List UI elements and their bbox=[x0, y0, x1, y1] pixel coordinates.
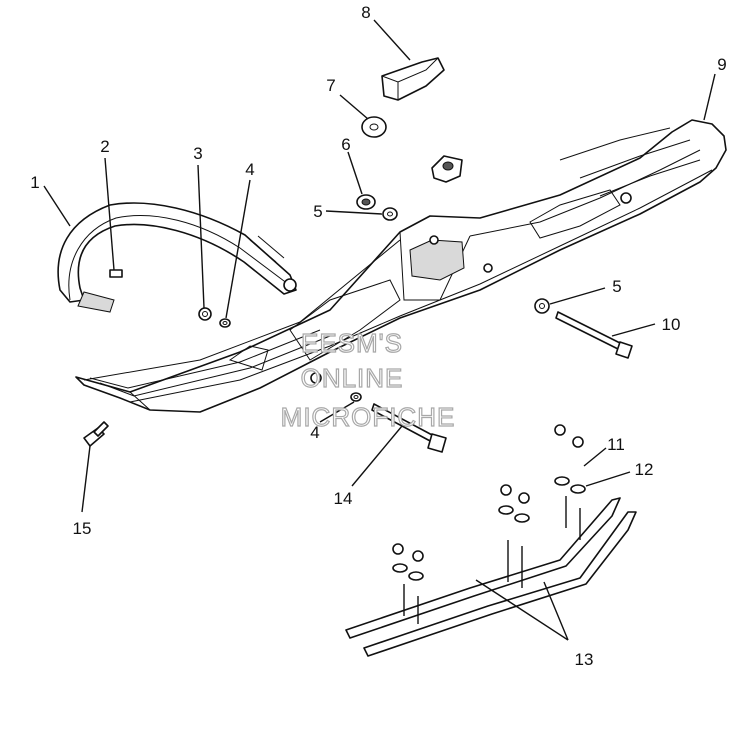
watermark-line-1: EESM'S bbox=[301, 328, 403, 358]
callout-5-upper: 5 bbox=[313, 202, 322, 221]
callout-2: 2 bbox=[100, 137, 109, 156]
watermark-line-2: ONLINE bbox=[301, 363, 404, 393]
callout-8: 8 bbox=[361, 3, 370, 22]
nut-3 bbox=[198, 307, 212, 321]
callout-12: 12 bbox=[635, 460, 654, 479]
carbide-runners-13 bbox=[345, 496, 637, 657]
callout-6: 6 bbox=[341, 135, 350, 154]
washer-4a bbox=[219, 318, 231, 328]
washer-5b bbox=[534, 298, 550, 314]
watermark: EESM'S ONLINE MICROFICHE bbox=[280, 327, 456, 432]
bushing-6 bbox=[356, 194, 376, 210]
washer-4b bbox=[350, 392, 362, 402]
ski-handle bbox=[57, 202, 297, 313]
runner-nuts-11 bbox=[392, 424, 584, 562]
handle-clip bbox=[109, 269, 123, 278]
callout-13: 13 bbox=[575, 650, 594, 669]
runner-washers-12 bbox=[392, 476, 586, 581]
callout-11: 11 bbox=[607, 435, 625, 454]
cap-washer-7 bbox=[361, 116, 387, 138]
bolt-10 bbox=[555, 311, 633, 359]
callout-15: 15 bbox=[73, 519, 92, 538]
callout-3: 3 bbox=[193, 144, 202, 163]
washer-5a bbox=[382, 207, 398, 221]
callout-labels: 1 2 3 4 5 6 7 8 9 5 10 4 14 15 11 12 13 bbox=[30, 3, 726, 669]
screw-15 bbox=[83, 421, 109, 447]
callout-7: 7 bbox=[326, 76, 335, 95]
callout-1: 1 bbox=[30, 173, 39, 192]
callout-4-upper: 4 bbox=[245, 160, 254, 179]
ski-body bbox=[75, 119, 727, 413]
wear-block-8 bbox=[381, 57, 445, 101]
watermark-line-3: MICROFICHE bbox=[281, 402, 456, 432]
leader-lines bbox=[43, 19, 716, 641]
runner-studs bbox=[403, 496, 581, 624]
bolt-14 bbox=[371, 403, 447, 453]
callout-10: 10 bbox=[662, 315, 681, 334]
callout-14: 14 bbox=[334, 489, 353, 508]
callout-4-lower: 4 bbox=[310, 423, 319, 442]
callout-5-lower: 5 bbox=[612, 277, 621, 296]
callout-9: 9 bbox=[717, 55, 726, 74]
bushing-6-mate bbox=[431, 155, 463, 183]
